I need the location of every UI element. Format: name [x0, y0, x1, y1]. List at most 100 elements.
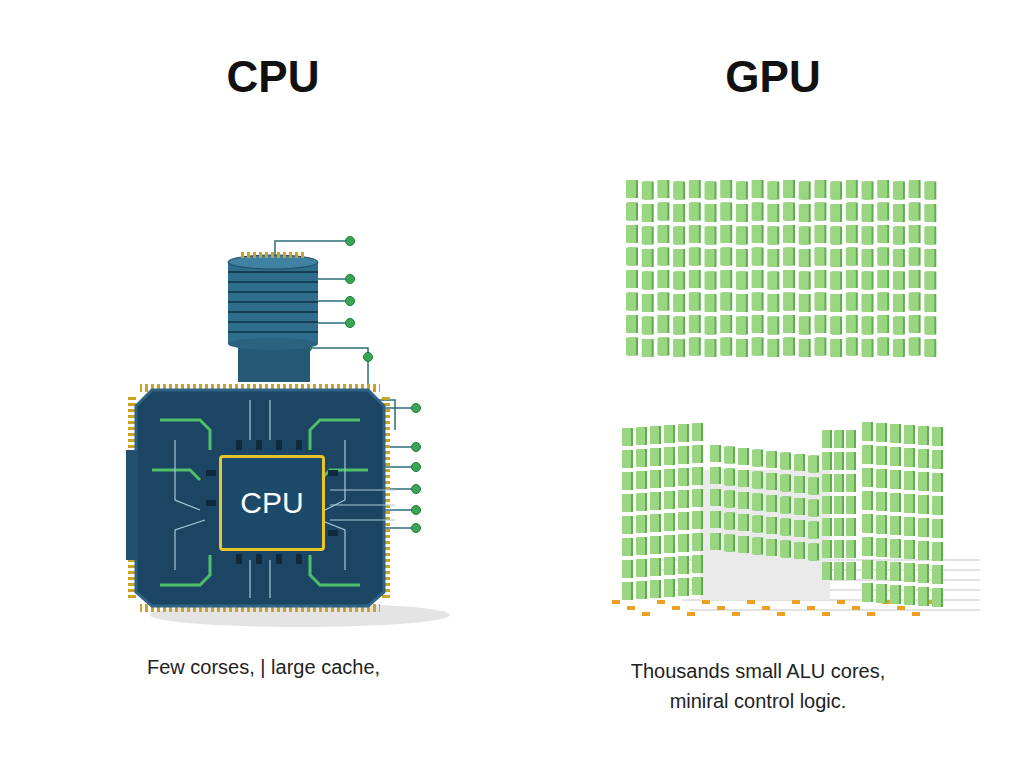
- core-foot: [717, 606, 725, 610]
- alu-core: [822, 452, 830, 470]
- alu-core: [766, 517, 775, 534]
- alu-core: [862, 249, 872, 267]
- alu-core: [876, 423, 885, 442]
- alu-core: [862, 468, 871, 487]
- core-foot: [657, 600, 665, 604]
- alu-core: [720, 315, 730, 333]
- alu-core: [664, 469, 673, 487]
- alu-core: [626, 270, 636, 288]
- alu-core: [705, 294, 715, 312]
- alu-core: [664, 579, 673, 597]
- alu-core: [664, 513, 673, 531]
- gpu-core-grid: [626, 180, 936, 357]
- alu-core: [678, 490, 687, 508]
- alu-core: [705, 249, 715, 267]
- alu-core: [673, 294, 683, 312]
- core-foot: [852, 606, 860, 610]
- alu-core: [657, 180, 667, 198]
- alu-core: [692, 533, 701, 551]
- alu-core: [720, 225, 730, 243]
- alu-core: [890, 585, 899, 604]
- alu-core: [650, 426, 659, 444]
- alu-core: [689, 270, 699, 288]
- alu-core: [846, 562, 854, 580]
- alu-core: [834, 562, 842, 580]
- alu-core: [846, 180, 856, 198]
- alu-core: [720, 180, 730, 198]
- alu-core: [783, 270, 793, 288]
- alu-core: [846, 496, 854, 514]
- alu-core: [846, 518, 854, 536]
- alu-core: [657, 270, 667, 288]
- alu-core: [918, 495, 927, 514]
- alu-core: [752, 315, 762, 333]
- alu-core: [830, 249, 840, 267]
- core-foot: [822, 612, 830, 616]
- alu-core: [626, 293, 636, 311]
- alu-core: [738, 514, 747, 531]
- alu-core: [636, 427, 645, 445]
- alu-core: [862, 422, 871, 441]
- alu-core: [736, 317, 746, 335]
- alu-core: [642, 204, 652, 222]
- alu-core: [783, 248, 793, 266]
- alu-core: [657, 248, 667, 266]
- alu-core: [626, 248, 636, 266]
- alu-core: [766, 495, 775, 512]
- alu-core: [932, 427, 941, 446]
- alu-core: [924, 182, 934, 200]
- alu-core: [862, 294, 872, 312]
- alu-core: [710, 511, 719, 528]
- alu-core: [918, 449, 927, 468]
- alu-core: [890, 493, 899, 512]
- alu-core: [664, 557, 673, 575]
- alu-core: [710, 467, 719, 484]
- alu-core: [767, 227, 777, 245]
- alu-core: [893, 272, 903, 290]
- alu-core: [904, 425, 913, 444]
- alu-core: [808, 456, 817, 473]
- alu-core: [862, 317, 872, 335]
- alu-core: [689, 180, 699, 198]
- alu-core: [705, 339, 715, 357]
- alu-core: [738, 492, 747, 509]
- gpu-caption: Thousands small ALU cores, miniral contr…: [608, 656, 908, 716]
- alu-core: [720, 203, 730, 221]
- alu-core: [736, 272, 746, 290]
- alu-core: [893, 182, 903, 200]
- alu-core: [893, 339, 903, 357]
- alu-core: [767, 339, 777, 357]
- alu-core: [814, 203, 824, 221]
- alu-core: [664, 535, 673, 553]
- alu-core: [689, 225, 699, 243]
- alu-core: [877, 270, 887, 288]
- alu-core: [783, 203, 793, 221]
- alu-core: [657, 293, 667, 311]
- alu-core: [720, 338, 730, 356]
- alu-core: [642, 317, 652, 335]
- alu-core: [664, 447, 673, 465]
- core-foot: [792, 600, 800, 604]
- alu-core: [846, 315, 856, 333]
- alu-core: [846, 248, 856, 266]
- alu-core: [822, 496, 830, 514]
- alu-core: [783, 180, 793, 198]
- alu-core: [799, 272, 809, 290]
- alu-core: [705, 182, 715, 200]
- alu-core: [657, 225, 667, 243]
- alu-core: [830, 204, 840, 222]
- alu-core: [736, 182, 746, 200]
- alu-core: [877, 225, 887, 243]
- alu-core: [642, 294, 652, 312]
- alu-core: [862, 514, 871, 533]
- alu-core: [710, 445, 719, 462]
- alu-core: [657, 338, 667, 356]
- alu-core: [814, 225, 824, 243]
- alu-core: [692, 555, 701, 573]
- alu-core: [862, 445, 871, 464]
- alu-core: [736, 294, 746, 312]
- alu-core: [830, 339, 840, 357]
- alu-core: [794, 498, 803, 515]
- alu-core: [783, 338, 793, 356]
